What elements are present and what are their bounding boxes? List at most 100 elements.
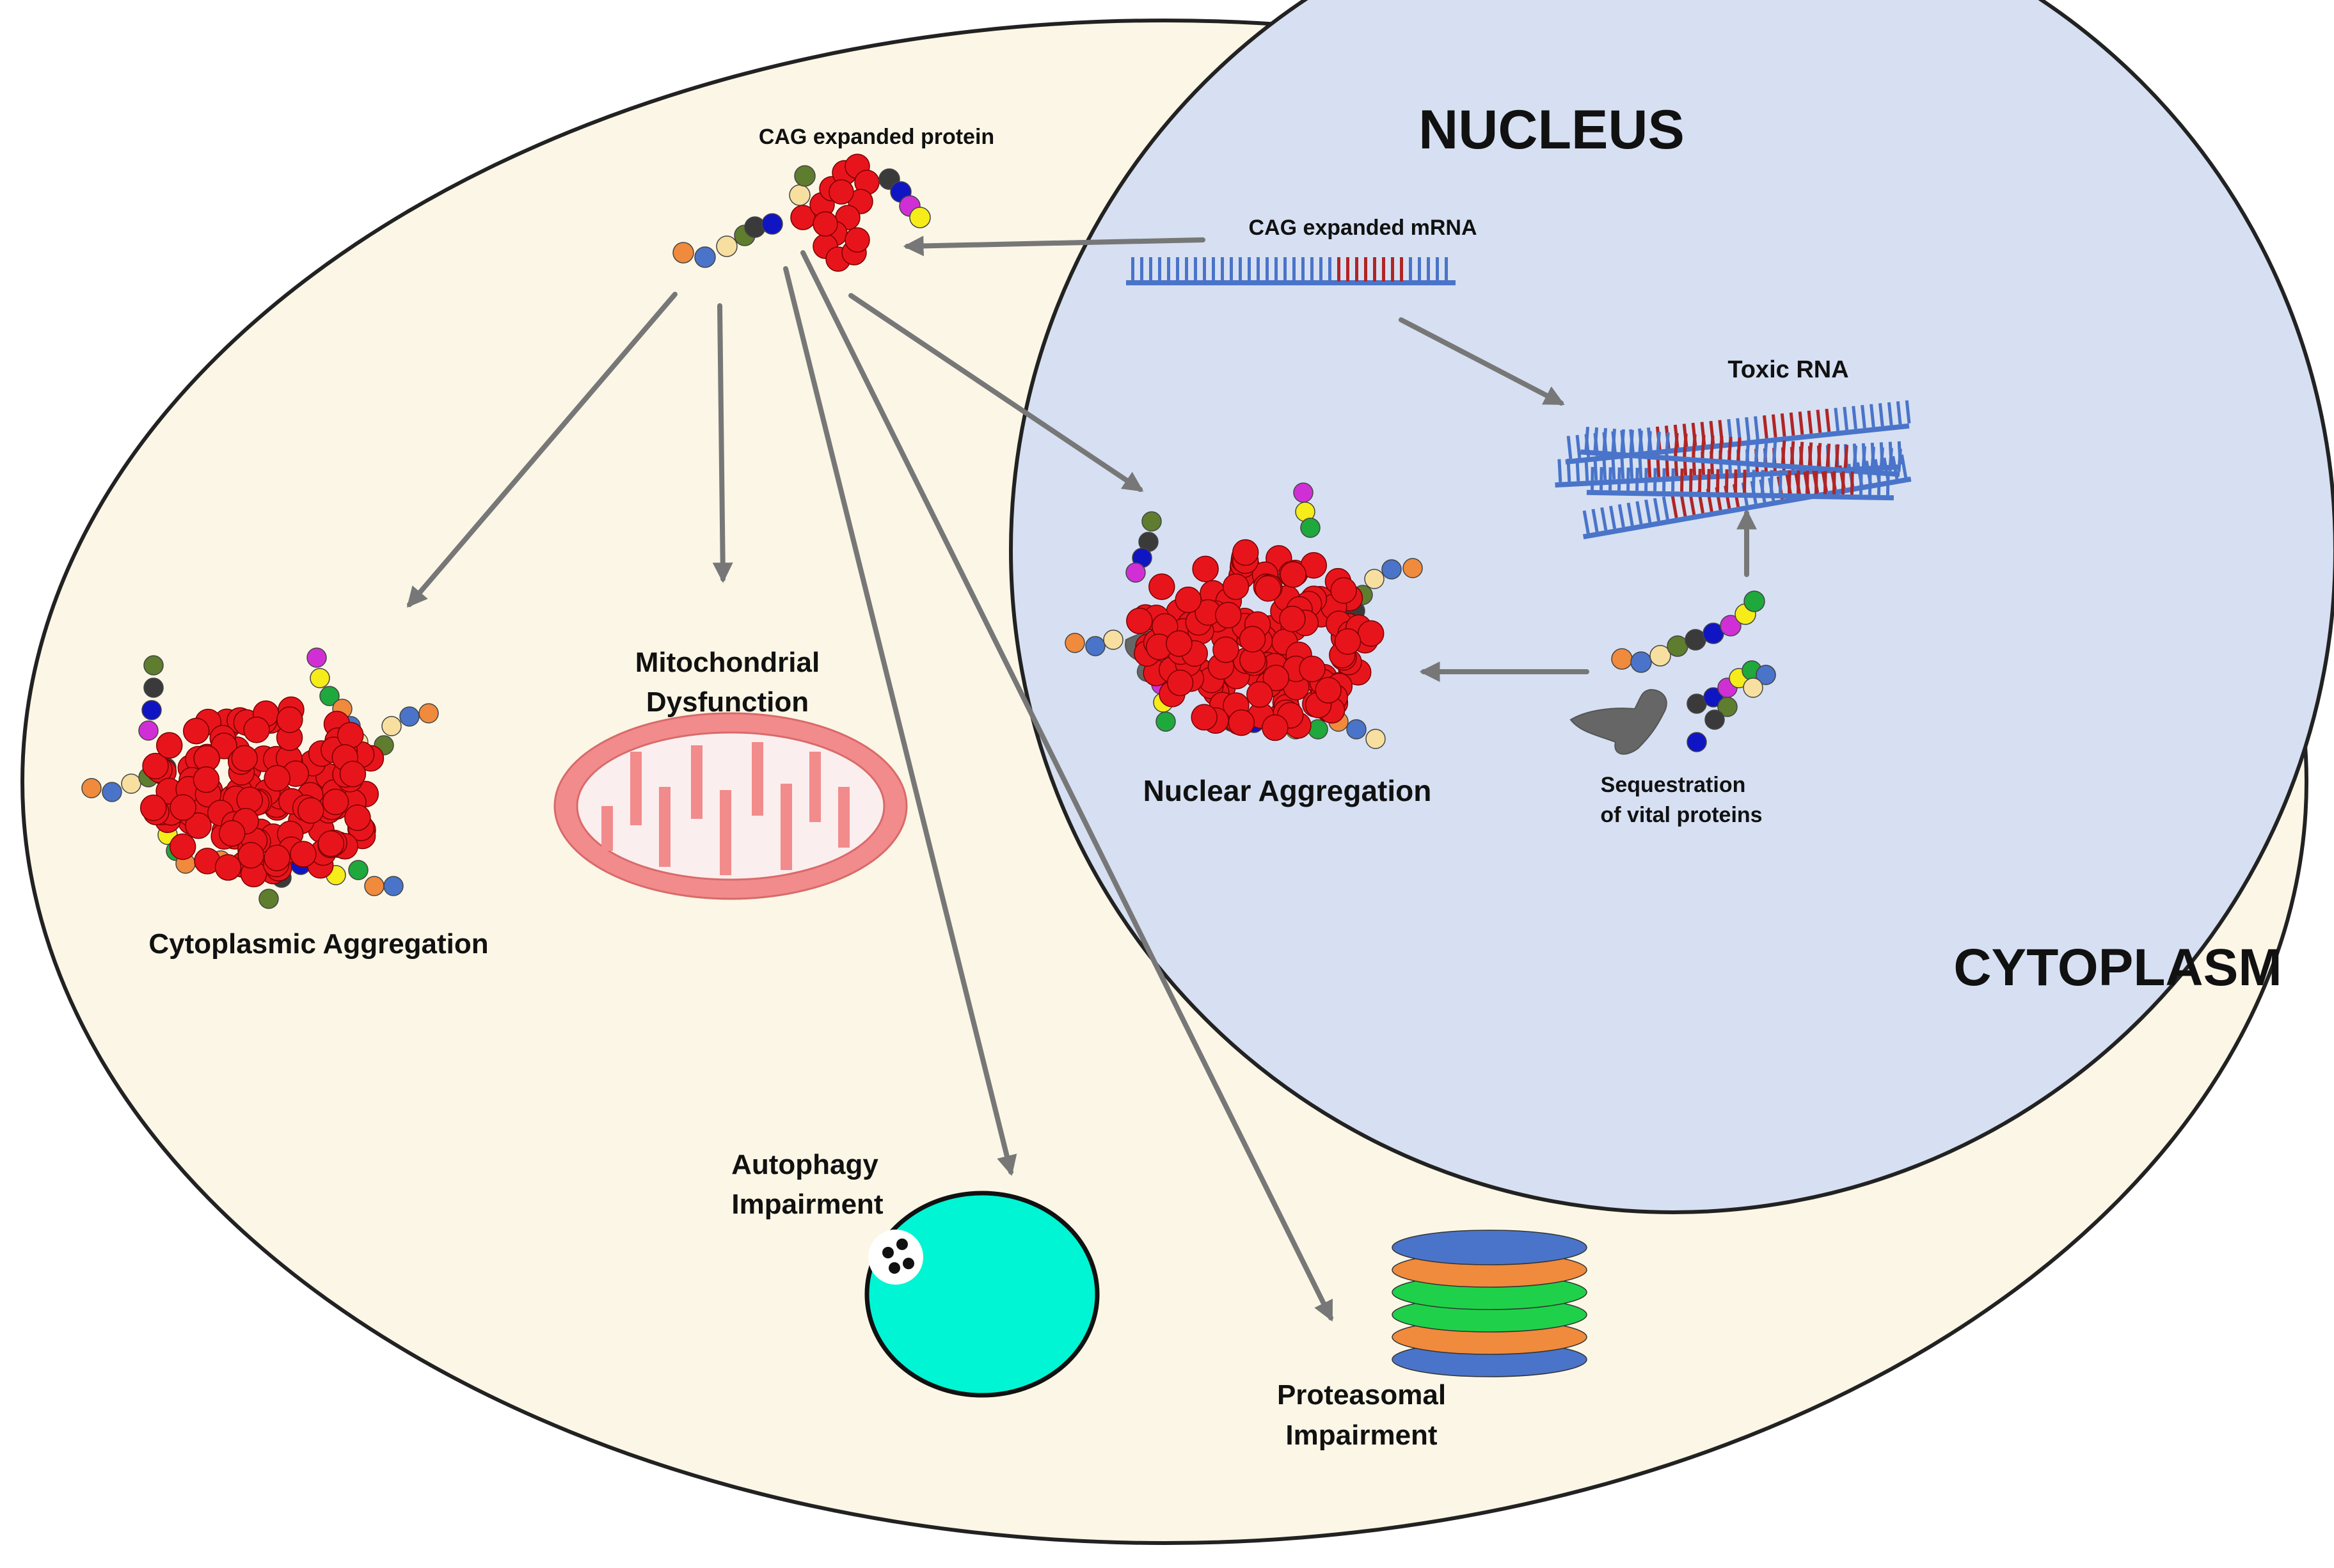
rna-tooth [1602, 428, 1608, 452]
protein-bead [1293, 482, 1314, 503]
sequestration-label-line2: of vital proteins [1600, 803, 1762, 827]
rna-tooth [1772, 440, 1777, 463]
toxic-rna-strand [1580, 427, 1902, 477]
polyq-bead [1222, 573, 1250, 600]
polyq-bead [237, 842, 265, 869]
polyq-bead [290, 841, 317, 867]
mrna-tooth [1409, 257, 1412, 281]
mrna-tooth [1158, 257, 1161, 281]
rna-tooth [1878, 403, 1884, 427]
polyq-bead [193, 766, 220, 793]
polyq-bead [1191, 704, 1218, 731]
rna-tooth [1608, 505, 1617, 529]
protein-bead [1720, 615, 1742, 637]
sequestration-group [1569, 590, 1776, 755]
rna-tooth [1816, 443, 1822, 466]
protein-bead [1685, 629, 1706, 651]
rna-tooth [1626, 502, 1634, 526]
rna-tooth [1885, 471, 1890, 496]
mrna-tooth [1149, 257, 1152, 281]
protein-bead [909, 207, 931, 228]
protein-bead [1687, 732, 1707, 752]
rna-tooth [1760, 470, 1765, 493]
rna-tooth [1647, 454, 1652, 478]
rna-backbone [1586, 489, 1894, 501]
mrna-tooth [1445, 257, 1448, 281]
rna-tooth [1671, 468, 1675, 492]
polyq-bead [813, 211, 838, 237]
lysosome-body [864, 1191, 1100, 1398]
rna-tooth [1861, 404, 1866, 429]
rna-tooth [1679, 493, 1687, 517]
protein-bead [1381, 559, 1402, 580]
rna-tooth [1629, 455, 1634, 479]
rna-tooth [1823, 471, 1827, 495]
autophagy-label-line2: Impairment [731, 1189, 884, 1220]
mrna-tooth [1185, 257, 1188, 281]
arrow-mrna-to-toxic-rna [1399, 317, 1565, 406]
polyq-bead [243, 717, 270, 743]
rna-tooth [1689, 468, 1693, 492]
rna-tooth [1626, 467, 1630, 491]
rna-tooth [1653, 498, 1661, 521]
rna-tooth [1566, 458, 1571, 482]
cag-expanded-mrna [1126, 257, 1456, 285]
rna-tooth [1841, 471, 1845, 495]
rna-tooth [1798, 411, 1804, 435]
rna-tooth [1763, 439, 1768, 463]
polyq-bead [1255, 575, 1282, 602]
rna-tooth [1629, 429, 1634, 454]
protein-bead [1703, 687, 1724, 708]
rna-tooth [1778, 470, 1782, 494]
rna-tooth [1879, 447, 1884, 471]
polyq-bead [337, 722, 364, 748]
rna-tooth [1620, 455, 1625, 479]
mrna-tooth [1427, 257, 1430, 281]
rna-tooth [1683, 433, 1688, 457]
rna-tooth [1727, 436, 1733, 460]
protein-bead [1743, 590, 1765, 612]
rna-tooth [1769, 470, 1774, 493]
protein-bead [1630, 651, 1652, 673]
protein-bead [319, 686, 340, 706]
rna-tooth [1674, 432, 1679, 457]
polyq-bead [1232, 539, 1259, 566]
rna-tooth [1593, 457, 1598, 480]
sequestration-label-line1: Sequestration [1601, 773, 1746, 797]
rna-tooth [1834, 444, 1840, 468]
rna-tooth [1665, 432, 1670, 456]
rna-tooth [1727, 418, 1733, 443]
protein-bead [694, 246, 716, 268]
rna-tooth [1638, 455, 1643, 479]
polyq-bead [298, 797, 324, 824]
protein-bead [1103, 630, 1123, 650]
rna-tooth [1798, 441, 1804, 465]
polyq-bead [339, 761, 367, 788]
arrow-protein-to-nuclear-aggregation [848, 293, 1144, 492]
mrna-tooth [1418, 257, 1421, 281]
rna-tooth [1707, 469, 1711, 493]
rna-tooth [1662, 468, 1666, 491]
rna-tooth [1600, 467, 1603, 491]
proteasome-label-line1: Proteasomal [1277, 1379, 1446, 1411]
rna-backbone [1565, 423, 1910, 465]
crista [691, 745, 703, 819]
rna-tooth [1859, 471, 1863, 495]
rna-tooth [1870, 404, 1875, 427]
rna-tooth [1807, 442, 1813, 466]
arrows [406, 235, 1757, 1322]
polyq-bead [1262, 714, 1289, 741]
protein-bead [1611, 648, 1633, 670]
rna-backbone [1580, 449, 1900, 477]
protein-bead [102, 782, 122, 802]
rna-tooth [1905, 400, 1911, 424]
rna-tooth [1617, 504, 1625, 528]
polyq-bead [264, 844, 290, 871]
rna-tooth [1710, 435, 1715, 459]
mrna-tooth [1140, 257, 1143, 281]
protein-bead [1308, 719, 1328, 740]
protein-bead [1125, 562, 1146, 583]
protein-bead [418, 703, 439, 724]
arrow-mrna-to-protein [903, 235, 1205, 257]
cargo-dot-icon [903, 1258, 914, 1269]
